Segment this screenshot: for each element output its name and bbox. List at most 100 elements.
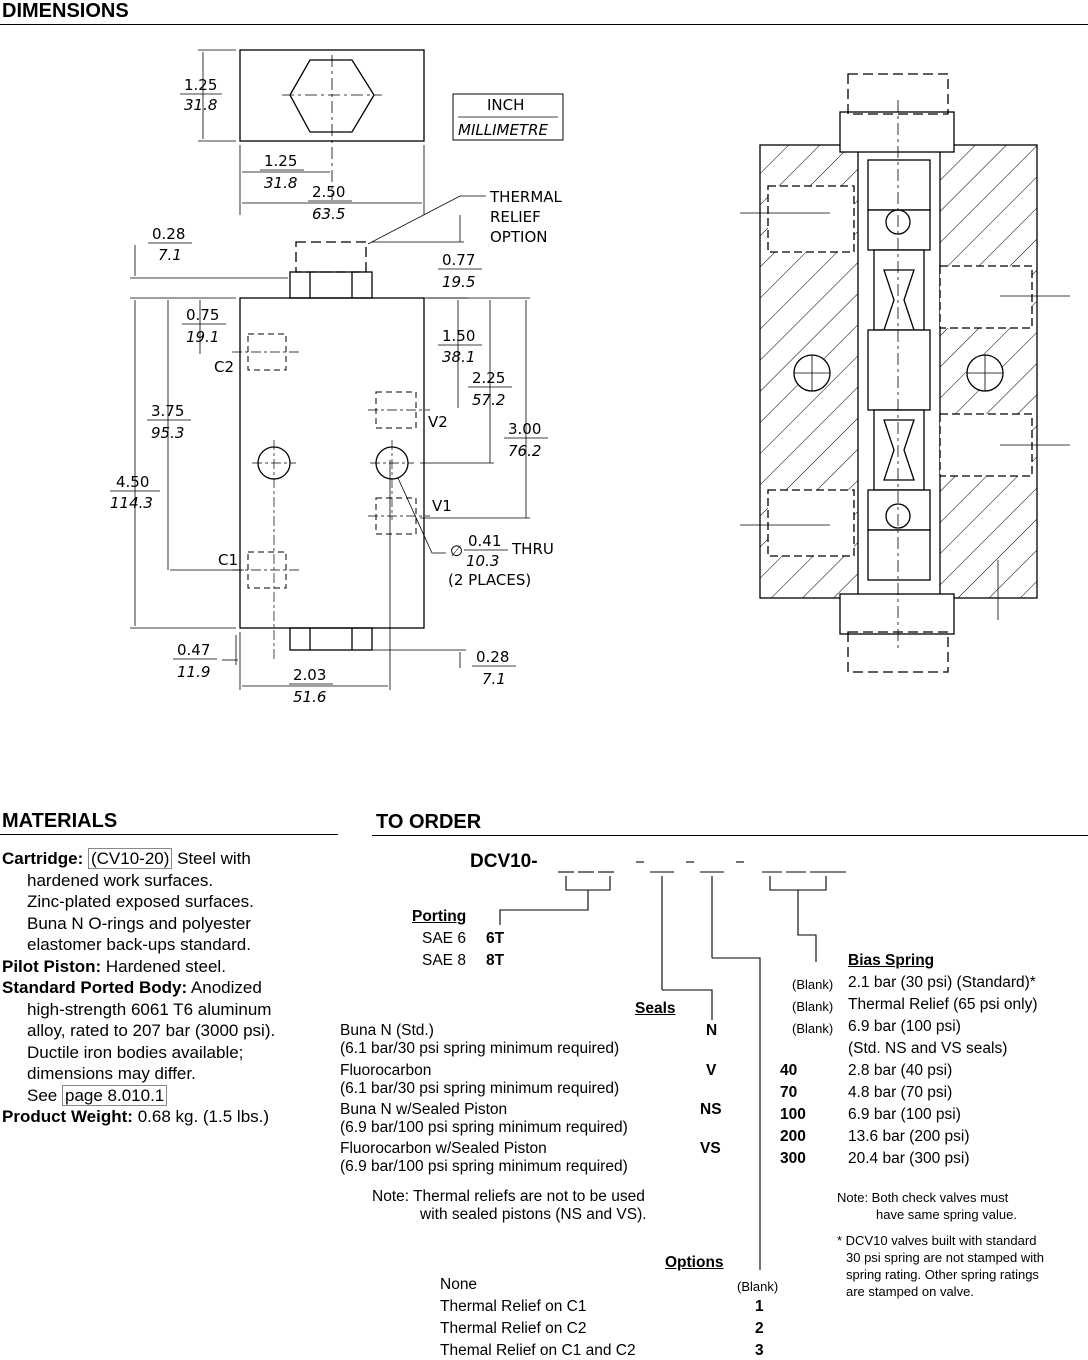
body-line: dimensions may differ. xyxy=(27,1064,196,1083)
bias-title: Bias Spring xyxy=(848,952,935,969)
cartridge-label: Cartridge: xyxy=(2,849,84,868)
dim-13-in: 2.03 xyxy=(293,666,326,684)
seals-note: with sealed pistons (NS and VS). xyxy=(420,1206,647,1223)
order-code: DCV10- xyxy=(470,851,538,872)
dim-2-in: 1.25 xyxy=(264,152,297,170)
bias-value: 2.8 bar (40 psi) xyxy=(848,1062,953,1079)
dim-8-in: 2.25 xyxy=(472,369,505,387)
seal-code: NS xyxy=(700,1101,722,1118)
weight-label: Product Weight: xyxy=(2,1107,133,1126)
bias-value: 20.4 bar (300 psi) xyxy=(848,1150,970,1167)
seal-code: N xyxy=(706,1022,718,1039)
dim-12-in: 0.47 xyxy=(177,641,210,659)
side-view xyxy=(239,241,425,651)
dim-9-mm: 95.3 xyxy=(151,424,184,442)
hole-places: (2 PLACES) xyxy=(448,571,531,589)
svg-text:∅: ∅ xyxy=(450,542,463,560)
bias-value: 2.1 bar (30 psi) (Standard)* xyxy=(848,974,1036,991)
seal-code: VS xyxy=(700,1140,721,1157)
body-text: Anodized xyxy=(190,978,262,997)
option-code: 1 xyxy=(755,1298,764,1315)
seal-note: (6.9 bar/100 psi spring minimum required… xyxy=(340,1158,628,1175)
port-c2-label: C2 xyxy=(214,358,234,376)
bias-footnote: 30 psi spring are not stamped with xyxy=(846,1250,1044,1265)
dim-11-mm: 114.3 xyxy=(110,494,153,512)
port-v2-label: V2 xyxy=(428,413,448,431)
divider xyxy=(0,24,1088,25)
page-ref-link[interactable]: page 8.010.1 xyxy=(61,1084,168,1106)
pilot-text: Hardened steel. xyxy=(105,956,226,976)
dim-7-in: 1.50 xyxy=(442,327,475,345)
body-line: alloy, rated to 207 bar (3000 psi). xyxy=(27,1021,276,1040)
dimension-drawing: 1.25 31.8 1.25 31.8 2.50 63.5 INCH MILLI… xyxy=(110,49,1070,706)
seals-note: Note: Thermal reliefs are not to be used xyxy=(372,1188,645,1205)
seal-name: Fluorocarbon w/Sealed Piston xyxy=(340,1140,547,1157)
unit-millimetre: MILLIMETRE xyxy=(458,121,549,139)
bias-code: (Blank) xyxy=(792,1021,834,1036)
dim-7-mm: 38.1 xyxy=(442,348,475,366)
weight-text: 0.68 kg. (1.5 lbs.) xyxy=(137,1107,270,1126)
pilot-label: Pilot Piston: xyxy=(2,956,102,976)
seals-title: Seals xyxy=(635,1000,676,1017)
dim-12-mm: 11.9 xyxy=(177,663,210,681)
materials-block: Cartridge: (CV10-20) Steel with hardened… xyxy=(2,848,342,1128)
bias-value: (Std. NS and VS seals) xyxy=(848,1040,1008,1057)
seal-note: (6.1 bar/30 psi spring minimum required) xyxy=(340,1040,620,1057)
porting-code: 8T xyxy=(486,952,505,969)
hole-in: 0.41 xyxy=(468,532,501,550)
seal-name: Buna N (Std.) xyxy=(340,1022,434,1039)
option-name: None xyxy=(440,1276,478,1293)
thermal-relief-label-3: OPTION xyxy=(490,228,547,246)
bias-code: 40 xyxy=(780,1062,798,1079)
bias-code: 100 xyxy=(780,1106,806,1123)
thermal-relief-label-2: RELIEF xyxy=(490,208,541,226)
dim-5-in: 0.77 xyxy=(442,251,475,269)
divider xyxy=(0,834,338,835)
seal-name: Fluorocarbon xyxy=(340,1062,432,1079)
dimensions-title: DIMENSIONS xyxy=(2,0,129,22)
dim-9-in: 3.75 xyxy=(151,402,184,420)
order-title: TO ORDER xyxy=(376,811,482,833)
cartridge-line: hardened work surfaces. xyxy=(27,870,214,890)
dim-10-mm: 76.2 xyxy=(508,442,541,460)
option-name: Thermal Relief on C1 xyxy=(440,1298,587,1315)
dim-3-mm: 63.5 xyxy=(312,205,345,223)
bias-code: (Blank) xyxy=(792,999,834,1014)
cross-section-view xyxy=(759,73,1038,673)
cartridge-ref-link[interactable]: (CV10-20) xyxy=(87,848,173,869)
dim-14-mm: 7.1 xyxy=(482,670,506,688)
option-name: Themal Relief on C1 and C2 xyxy=(440,1342,636,1359)
bias-note: have same spring value. xyxy=(876,1207,1017,1222)
hole-mm: 10.3 xyxy=(466,552,499,570)
divider xyxy=(372,835,1088,836)
bias-value: 4.8 bar (70 psi) xyxy=(848,1084,953,1101)
dim-6-mm: 19.1 xyxy=(186,328,219,346)
hole-thru: THRU xyxy=(511,540,554,558)
cartridge-line: elastomer back-ups standard. xyxy=(27,935,251,954)
bias-note: Note: Both check valves must xyxy=(837,1190,1009,1205)
bias-code: 300 xyxy=(780,1150,806,1167)
bias-value: Thermal Relief (65 psi only) xyxy=(848,996,1038,1013)
dim-1-mm: 31.8 xyxy=(184,96,217,114)
dim-4-mm: 7.1 xyxy=(158,246,182,264)
dim-11-in: 4.50 xyxy=(116,473,149,491)
seal-note: (6.9 bar/100 psi spring minimum required… xyxy=(340,1119,628,1136)
dim-5-mm: 19.5 xyxy=(442,273,475,291)
bias-value: 6.9 bar (100 psi) xyxy=(848,1018,961,1035)
bias-footnote: * DCV10 valves built with standard xyxy=(837,1233,1037,1248)
body-line: high-strength 6061 T6 aluminum xyxy=(27,999,272,1019)
bias-footnote: are stamped on valve. xyxy=(846,1284,974,1299)
cartridge-line: Zinc-plated exposed surfaces. xyxy=(27,892,254,911)
body-label: Standard Ported Body: xyxy=(2,978,188,997)
bias-code: 70 xyxy=(780,1084,798,1101)
porting-name: SAE 8 xyxy=(422,952,466,969)
bias-value: 13.6 bar (200 psi) xyxy=(848,1128,970,1145)
dim-14-in: 0.28 xyxy=(476,648,509,666)
seal-note: (6.1 bar/30 psi spring minimum required) xyxy=(340,1080,620,1097)
bias-code: 200 xyxy=(780,1128,806,1145)
porting-title: Porting xyxy=(412,908,467,925)
dim-2-mm: 31.8 xyxy=(264,174,297,192)
porting-code: 6T xyxy=(486,930,505,947)
port-c1-label: C1 xyxy=(218,551,238,569)
